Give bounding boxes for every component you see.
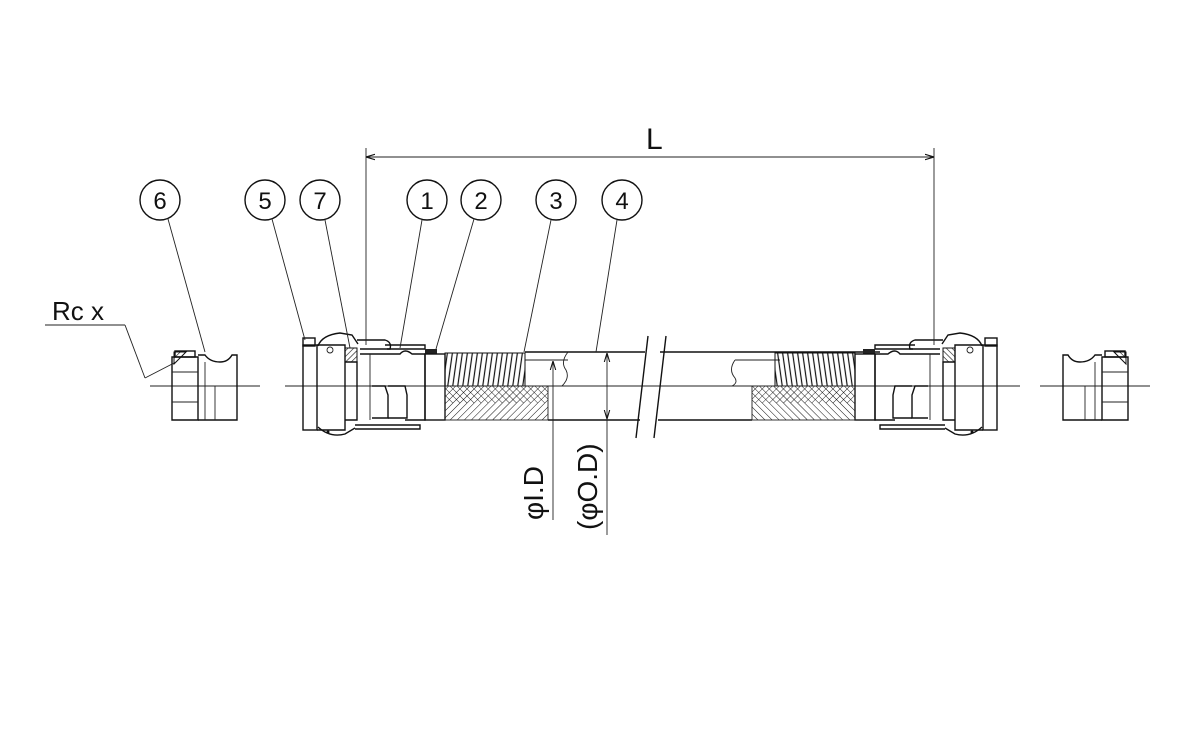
balloon-5: 5	[244, 179, 306, 341]
balloon-7: 7	[299, 179, 351, 349]
balloon-number: 1	[420, 188, 433, 215]
thread-label: Rc x	[52, 296, 104, 326]
inner-diameter-label: φI.D	[518, 466, 549, 520]
balloon-1: 1	[399, 179, 448, 349]
coupler-left	[302, 332, 549, 436]
coupler-right	[751, 332, 998, 436]
balloon-4: 4	[595, 179, 643, 353]
outer-diameter-label: (φO.D)	[572, 443, 603, 530]
balloon-2: 2	[435, 179, 502, 350]
end-adapter-left	[171, 350, 238, 421]
balloon-number: 7	[313, 188, 326, 215]
break-line	[653, 335, 667, 439]
balloon-number: 2	[474, 188, 487, 215]
hose	[525, 335, 880, 439]
balloon-3: 3	[523, 179, 577, 353]
balloon-number: 3	[549, 188, 562, 215]
balloon-number: 5	[258, 188, 271, 215]
break-line	[635, 335, 649, 439]
length-dimension	[365, 148, 935, 345]
end-adapter-right	[1062, 350, 1129, 421]
balloon-number: 4	[615, 188, 628, 215]
balloon-6: 6	[139, 179, 206, 353]
length-label: L	[646, 123, 663, 156]
balloon-number: 6	[153, 188, 166, 215]
